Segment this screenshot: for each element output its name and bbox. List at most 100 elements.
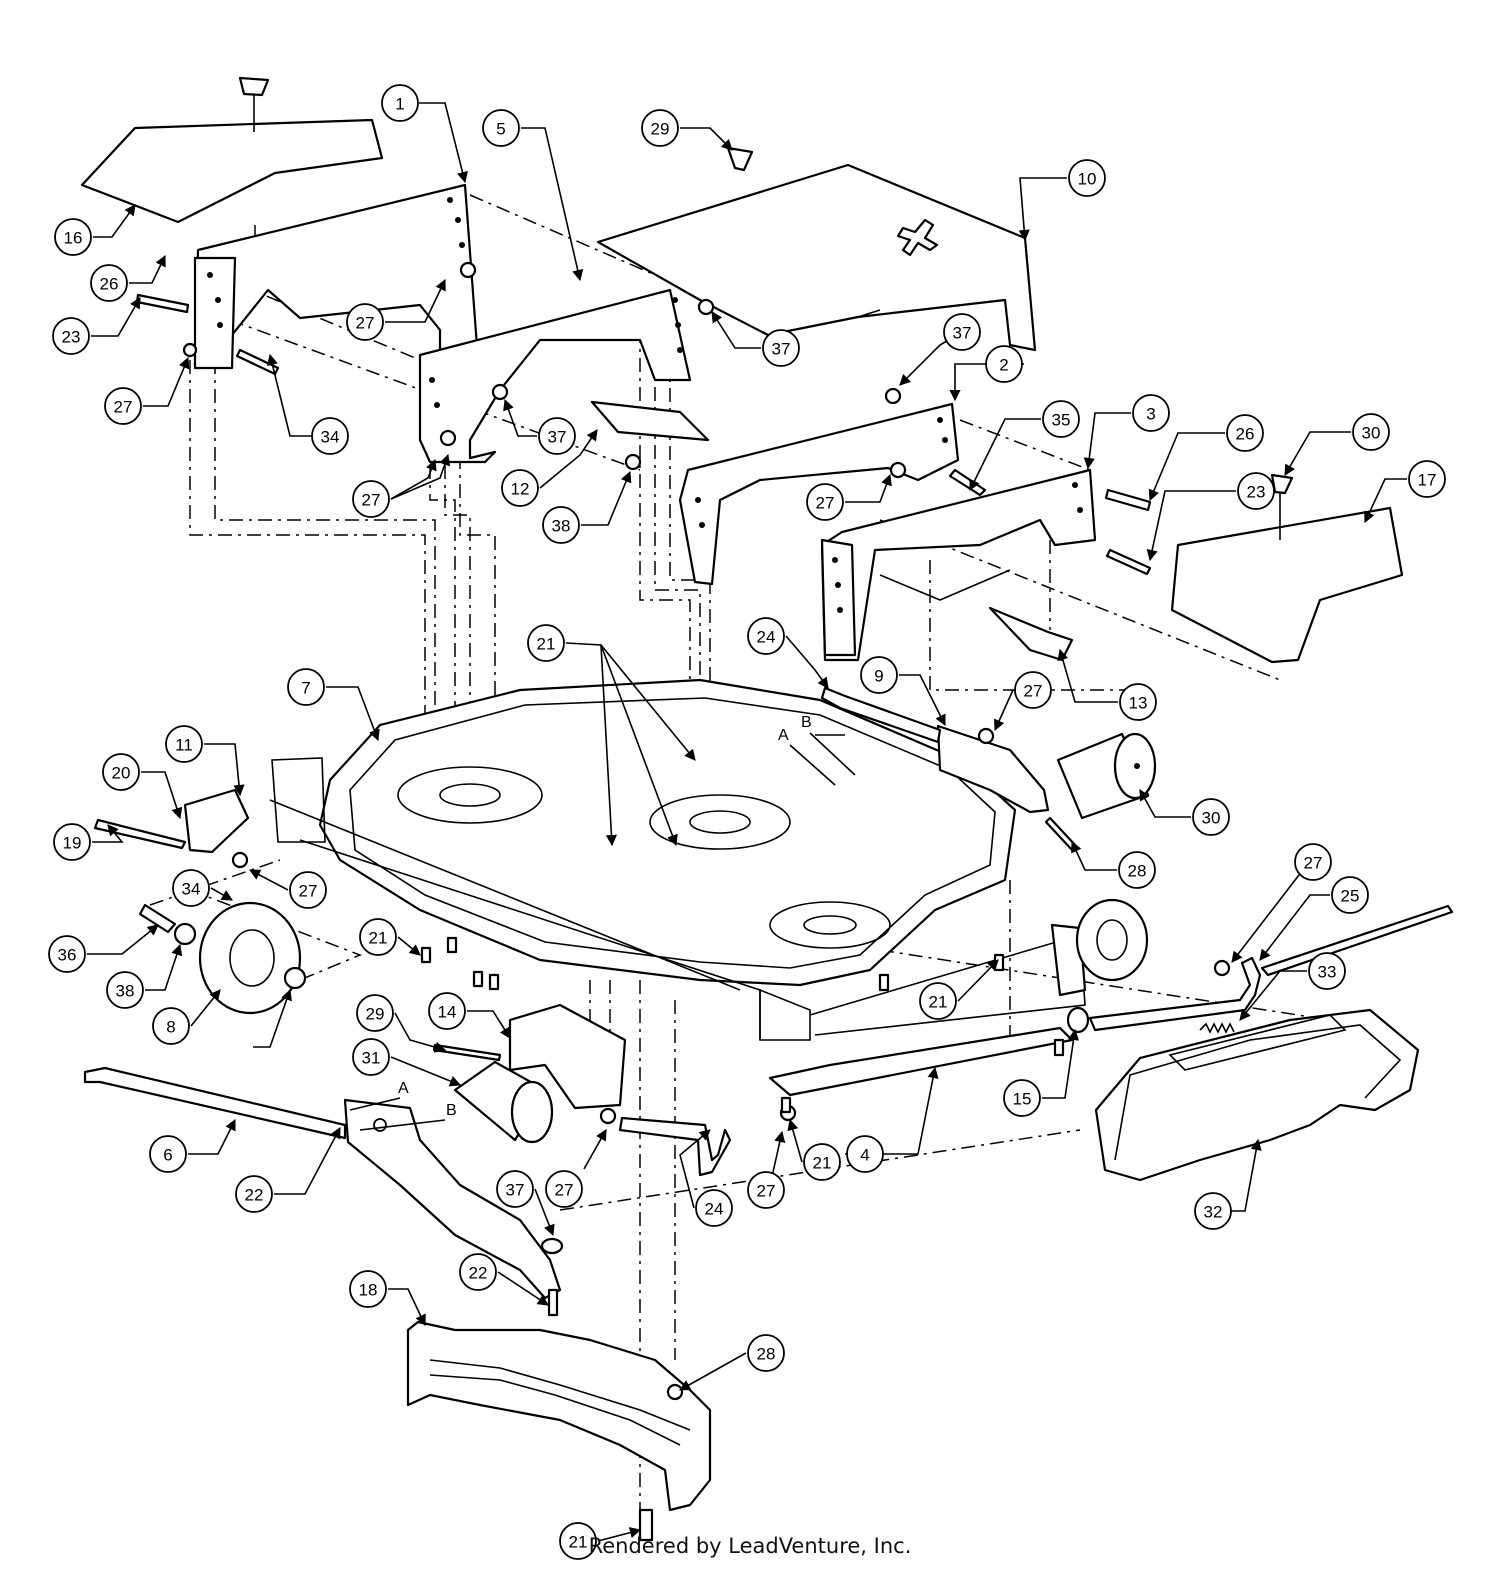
mark-a-left: A bbox=[398, 1080, 409, 1097]
callout-circle bbox=[172, 869, 210, 907]
callout-number: 36 bbox=[58, 946, 77, 965]
callout-number: 16 bbox=[64, 229, 83, 248]
callout-number: 27 bbox=[555, 1181, 574, 1200]
callout-number: 21 bbox=[569, 1533, 588, 1552]
callout-circle bbox=[1194, 1192, 1232, 1230]
callout-1: 1 bbox=[381, 84, 419, 122]
callout-17: 17 bbox=[1408, 460, 1446, 498]
callout-number: 29 bbox=[651, 120, 670, 139]
callout-22: 22 bbox=[235, 1175, 273, 1213]
callout-circle bbox=[1068, 159, 1106, 197]
callout-number: 25 bbox=[1341, 887, 1360, 906]
part-7-deck bbox=[269, 678, 1086, 1041]
callout-circle bbox=[1014, 671, 1052, 709]
callout-circle bbox=[1192, 798, 1230, 836]
callout-2: 2 bbox=[985, 345, 1023, 383]
callout-38: 38 bbox=[542, 506, 580, 544]
callout-6: 6 bbox=[149, 1135, 187, 1173]
callout-number: 32 bbox=[1204, 1203, 1223, 1222]
part-4-baffle bbox=[768, 1026, 1074, 1097]
callout-circle bbox=[235, 1175, 273, 1213]
callout-13: 13 bbox=[1119, 683, 1157, 721]
callout-number: 12 bbox=[511, 480, 530, 499]
part-2-right-bracket bbox=[678, 402, 960, 586]
callout-21: 21 bbox=[803, 1143, 841, 1181]
part-36-nut bbox=[540, 1237, 564, 1317]
part-32-spring bbox=[1199, 1022, 1235, 1034]
callout-26: 26 bbox=[1226, 414, 1264, 452]
callout-25: 25 bbox=[1331, 876, 1369, 914]
callout-number: 27 bbox=[1024, 682, 1043, 701]
callout-23: 23 bbox=[52, 317, 90, 355]
part-8-wheel-left bbox=[138, 901, 307, 1015]
callout-number: 6 bbox=[163, 1146, 172, 1165]
callout-circle bbox=[54, 218, 92, 256]
callout-number: 34 bbox=[182, 880, 201, 899]
callout-32: 32 bbox=[1194, 1192, 1232, 1230]
callout-27: 27 bbox=[1014, 671, 1052, 709]
callout-circle bbox=[846, 1135, 884, 1173]
callout-16: 16 bbox=[54, 218, 92, 256]
callout-circle bbox=[1352, 413, 1390, 451]
callout-circle bbox=[545, 1170, 583, 1208]
part-11-bracket bbox=[183, 788, 250, 854]
callout-number: 29 bbox=[366, 1005, 385, 1024]
callout-35: 35 bbox=[1042, 400, 1080, 438]
callout-number: 33 bbox=[1318, 963, 1337, 982]
callout-number: 37 bbox=[772, 340, 791, 359]
callout-11: 11 bbox=[165, 725, 203, 763]
callout-circle bbox=[287, 668, 325, 706]
callout-circle bbox=[1226, 414, 1264, 452]
callout-number: 8 bbox=[166, 1018, 175, 1037]
callout-33: 33 bbox=[1308, 952, 1346, 990]
callout-21: 21 bbox=[527, 624, 565, 662]
callout-number: 34 bbox=[321, 428, 340, 447]
callout-number: 23 bbox=[1247, 483, 1266, 502]
callout-number: 27 bbox=[1304, 854, 1323, 873]
callout-number: 26 bbox=[1236, 425, 1255, 444]
callout-number: 15 bbox=[1013, 1090, 1032, 1109]
callout-number: 4 bbox=[860, 1146, 869, 1165]
callout-28: 28 bbox=[747, 1334, 785, 1372]
callout-number: 20 bbox=[112, 764, 131, 783]
callout-number: 22 bbox=[469, 1264, 488, 1283]
callout-circle bbox=[747, 1171, 785, 1209]
callout-number: 21 bbox=[537, 635, 556, 654]
part-16-cover-left bbox=[80, 76, 384, 224]
callout-circle bbox=[803, 1143, 841, 1181]
part-17-cover-right bbox=[1170, 473, 1404, 664]
callout-number: 37 bbox=[953, 324, 972, 343]
callout-27: 27 bbox=[747, 1171, 785, 1209]
callout-circle bbox=[459, 1253, 497, 1291]
callout-number: 26 bbox=[100, 275, 119, 294]
callout-circle bbox=[352, 480, 390, 518]
callout-number: 27 bbox=[757, 1182, 776, 1201]
callout-27: 27 bbox=[104, 387, 142, 425]
callout-circle bbox=[919, 982, 957, 1020]
callout-circle bbox=[1237, 472, 1275, 510]
callout-circle bbox=[381, 84, 419, 122]
callout-circle bbox=[356, 994, 394, 1032]
callout-19: 19 bbox=[53, 823, 91, 861]
callout-circle bbox=[165, 725, 203, 763]
callout-circle bbox=[1003, 1079, 1041, 1117]
mark-b-left: B bbox=[446, 1102, 457, 1119]
callout-circle bbox=[860, 656, 898, 694]
part-25-rod bbox=[1088, 904, 1454, 1032]
callout-circle bbox=[352, 1038, 390, 1076]
callout-29: 29 bbox=[356, 994, 394, 1032]
callout-10: 10 bbox=[1068, 159, 1106, 197]
callout-circle bbox=[1308, 952, 1346, 990]
part-14-bracket bbox=[508, 1003, 627, 1110]
callout-number: 21 bbox=[369, 929, 388, 948]
callout-number: 9 bbox=[874, 667, 883, 686]
callout-circle bbox=[359, 918, 397, 956]
callout-circle bbox=[482, 109, 520, 147]
callout-circle bbox=[641, 109, 679, 147]
callout-8: 8 bbox=[152, 1007, 190, 1045]
callout-circle bbox=[542, 506, 580, 544]
callout-number: 38 bbox=[116, 982, 135, 1001]
callout-number: 27 bbox=[299, 882, 318, 901]
callout-circle bbox=[52, 317, 90, 355]
callout-34: 34 bbox=[172, 869, 210, 907]
